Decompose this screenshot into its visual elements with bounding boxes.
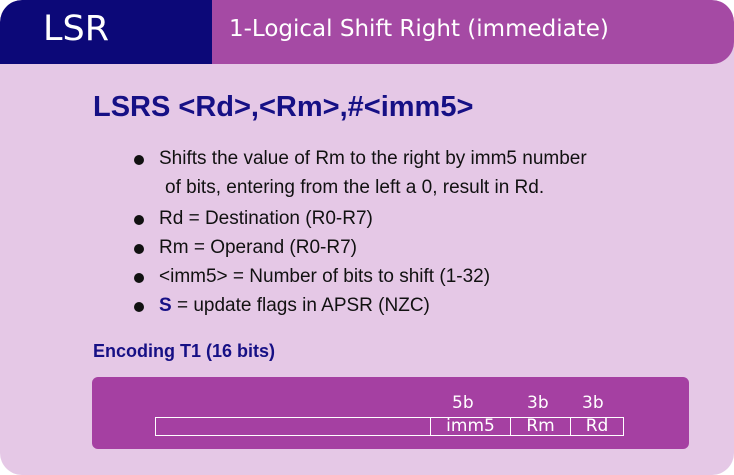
s-flag-description: = update flags in APSR (NZC)	[171, 295, 430, 316]
bullet-dot-icon	[134, 273, 144, 283]
encoding-diagram	[92, 377, 689, 449]
field-size-label: 3b	[527, 393, 549, 413]
bullet-text: <imm5> = Number of bits to shift (1-32)	[159, 266, 491, 287]
encoding-title: Encoding T1 (16 bits)	[93, 341, 276, 361]
encoding-field-row: imm5 Rm Rd	[155, 417, 624, 436]
encoding-field-imm5: imm5	[430, 418, 510, 435]
encoding-field-rm: Rm	[510, 418, 570, 435]
mnemonic-tab: LSR	[0, 0, 212, 64]
field-size-label: 3b	[582, 393, 604, 413]
field-size-label: 5b	[452, 393, 474, 413]
bullet-dot-icon	[134, 155, 144, 165]
s-flag-letter: S	[159, 295, 172, 316]
bullet-continuation: of bits, entering from the left a 0, res…	[165, 177, 545, 198]
slide-header: LSR 1-Logical Shift Right (immediate)	[0, 0, 734, 64]
bullet-text: Rd = Destination (R0-R7)	[159, 208, 373, 229]
title-bar: 1-Logical Shift Right (immediate)	[212, 0, 734, 64]
bullet-dot-icon	[134, 244, 144, 254]
bullet-text: Shifts the value of Rm to the right by i…	[159, 148, 587, 169]
bullet-text: Rm = Operand (R0-R7)	[159, 237, 357, 258]
mnemonic-label: LSR	[43, 9, 110, 49]
slide-title: 1-Logical Shift Right (immediate)	[229, 16, 609, 42]
opcode-field	[156, 418, 430, 435]
bullet-dot-icon	[134, 215, 144, 225]
encoding-field-rd: Rd	[570, 418, 623, 435]
bullet-text: S = update flags in APSR (NZC)	[159, 295, 430, 317]
bullet-dot-icon	[134, 302, 144, 312]
instruction-syntax: LSRS <Rd>,<Rm>,#<imm5>	[93, 91, 474, 123]
